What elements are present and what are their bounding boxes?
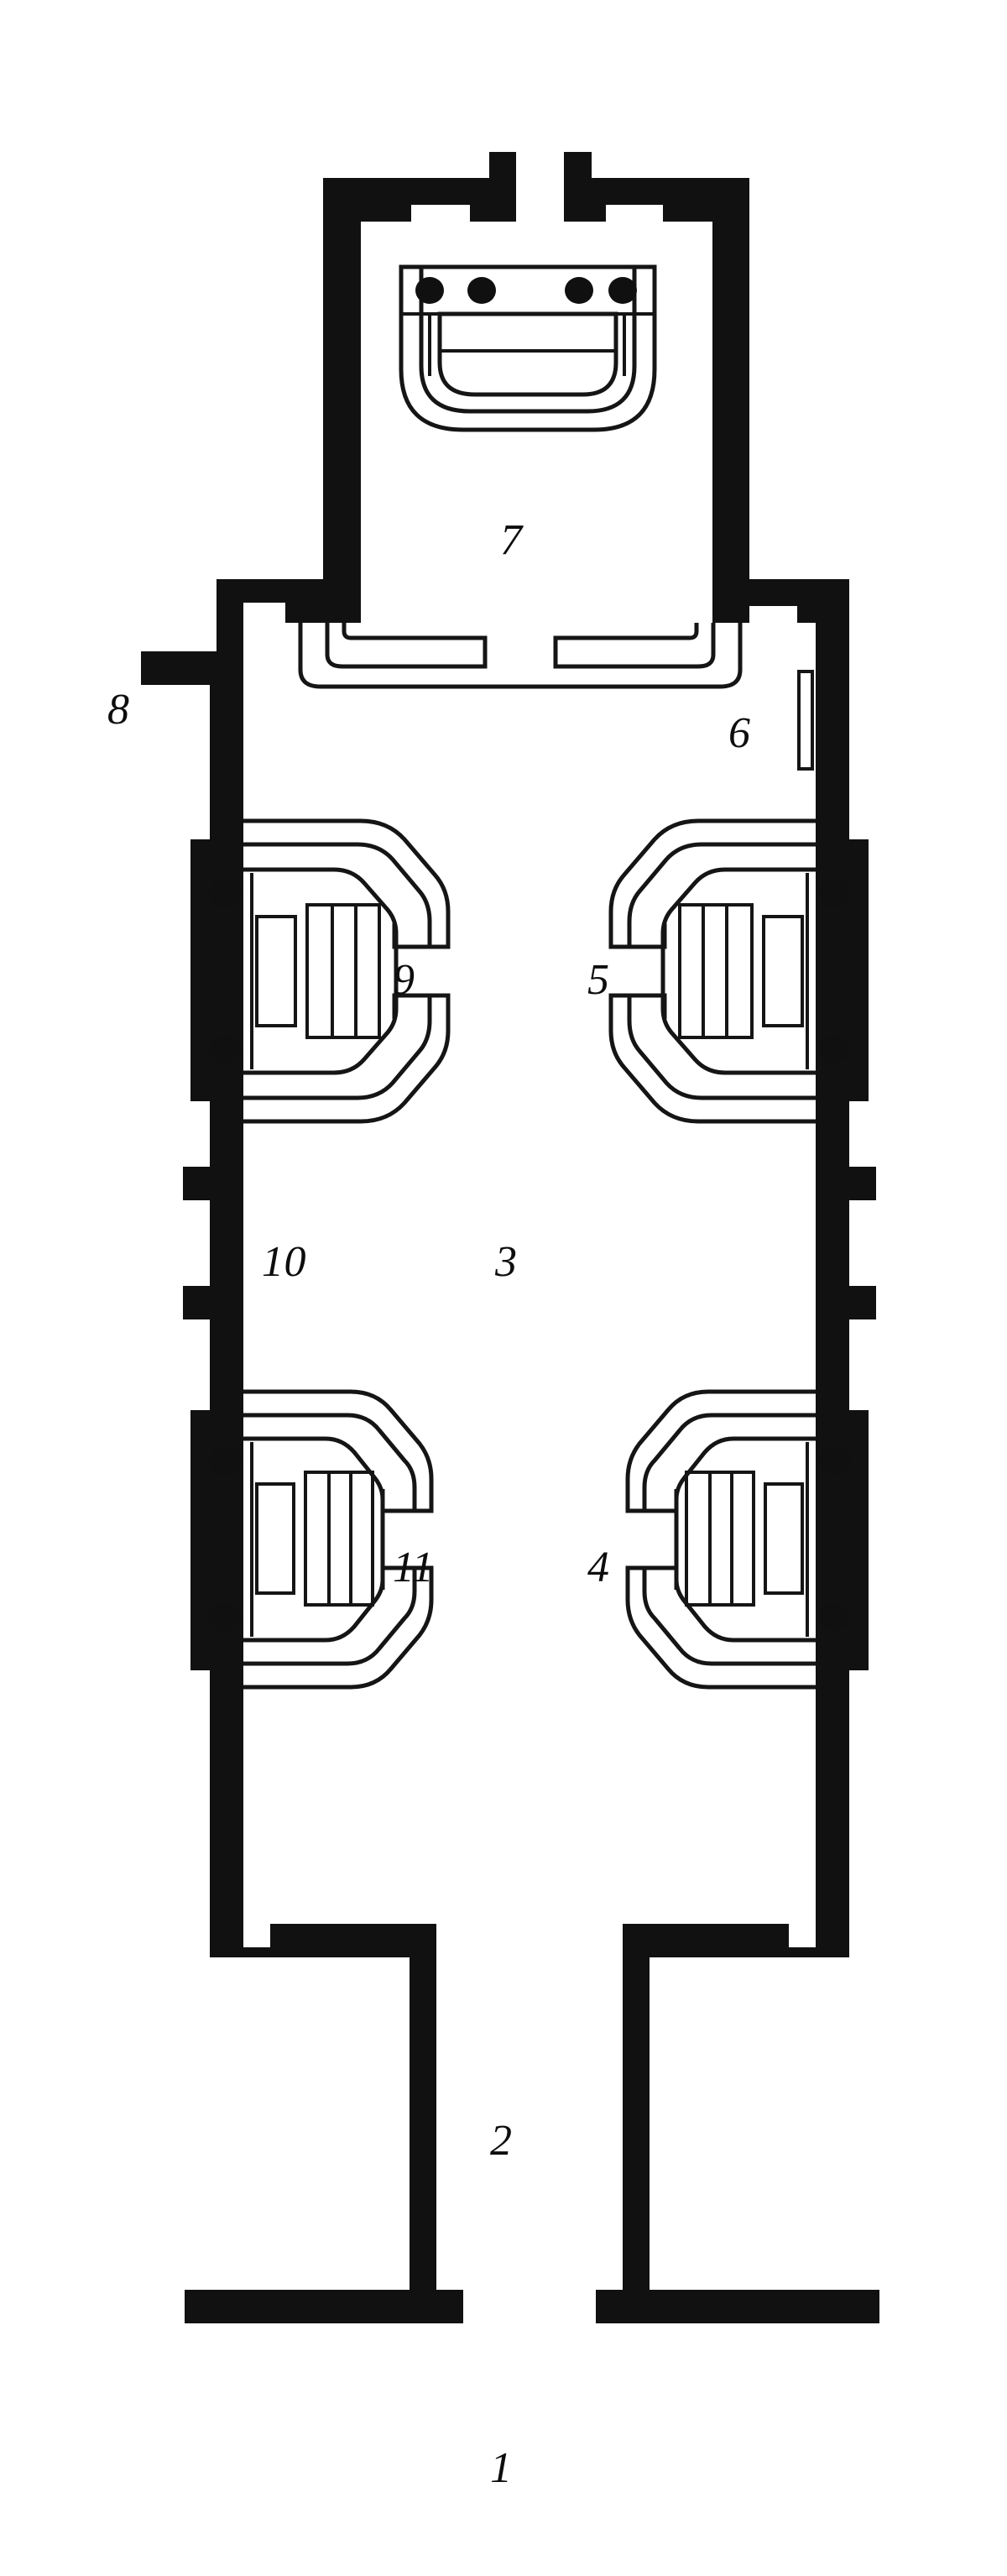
chamber-4 <box>625 1389 850 1690</box>
room-label-6: 6 <box>728 709 751 757</box>
room-label-8: 8 <box>107 686 130 734</box>
masonry-walls <box>141 152 879 2323</box>
room-label-3: 3 <box>495 1238 518 1286</box>
room-label-7: 7 <box>500 516 523 564</box>
sanctuary-basin <box>399 264 657 432</box>
chamber-5 <box>608 818 850 1124</box>
chamber-11 <box>209 1389 434 1690</box>
room-label-1: 1 <box>490 2444 513 2492</box>
room-label-2: 2 <box>490 2117 513 2165</box>
room-label-9: 9 <box>393 956 415 1004</box>
chamber-9 <box>209 818 451 1124</box>
room-label-4: 4 <box>587 1544 610 1591</box>
east-wall-slot <box>797 670 814 771</box>
room-label-11: 11 <box>393 1544 435 1591</box>
sanctuary-threshold <box>298 623 743 689</box>
room-label-5: 5 <box>587 956 610 1004</box>
room-label-10: 10 <box>262 1238 306 1286</box>
